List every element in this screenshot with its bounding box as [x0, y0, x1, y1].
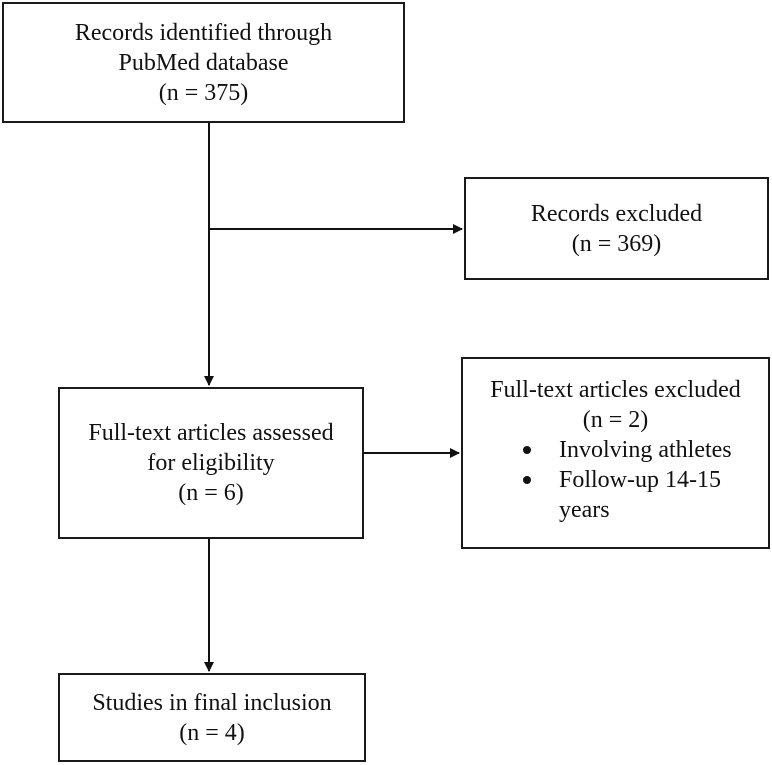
exclusion-reason-text-continued: years [559, 497, 610, 523]
exclusion-reason-text: Involving athletes [559, 437, 732, 463]
final-inclusion-box: Studies in final inclusion (n = 4) [58, 673, 366, 762]
records-identified-line-1: Records identified through [74, 19, 333, 46]
final-inclusion-label: Studies in final inclusion [92, 689, 332, 716]
full-text-assessed-line-1: Full-text articles assessed [88, 420, 334, 446]
exclusion-reason-text: Follow-up 14-15 [559, 467, 721, 493]
exclusion-reason-item: Involving athletes [519, 435, 732, 465]
bullet-icon [523, 446, 531, 454]
exclusion-reasons-list: Involving athletes Follow-up 14-15 years [519, 435, 732, 525]
records-identified-box: Records identified through PubMed databa… [2, 2, 405, 123]
bullet-icon [523, 476, 531, 484]
records-identified-line-2: PubMed database [118, 49, 289, 76]
records-excluded-box: Records excluded (n = 369) [464, 177, 769, 280]
full-text-assessed-count: (n = 6) [178, 480, 244, 506]
full-text-excluded-label: Full-text articles excluded [490, 377, 741, 403]
records-excluded-label: Records excluded [530, 200, 703, 227]
records-identified-count: (n = 375) [158, 79, 249, 106]
exclusion-reason-item: Follow-up 14-15 years [519, 465, 732, 525]
full-text-excluded-count: (n = 2) [582, 407, 649, 433]
final-inclusion-count: (n = 4) [179, 719, 245, 746]
full-text-assessed-box: Full-text articles assessed for eligibil… [58, 387, 364, 539]
full-text-excluded-box: Full-text articles excluded (n = 2) Invo… [461, 357, 770, 549]
full-text-assessed-line-2: for eligibility [147, 450, 275, 476]
records-excluded-count: (n = 369) [571, 230, 662, 257]
